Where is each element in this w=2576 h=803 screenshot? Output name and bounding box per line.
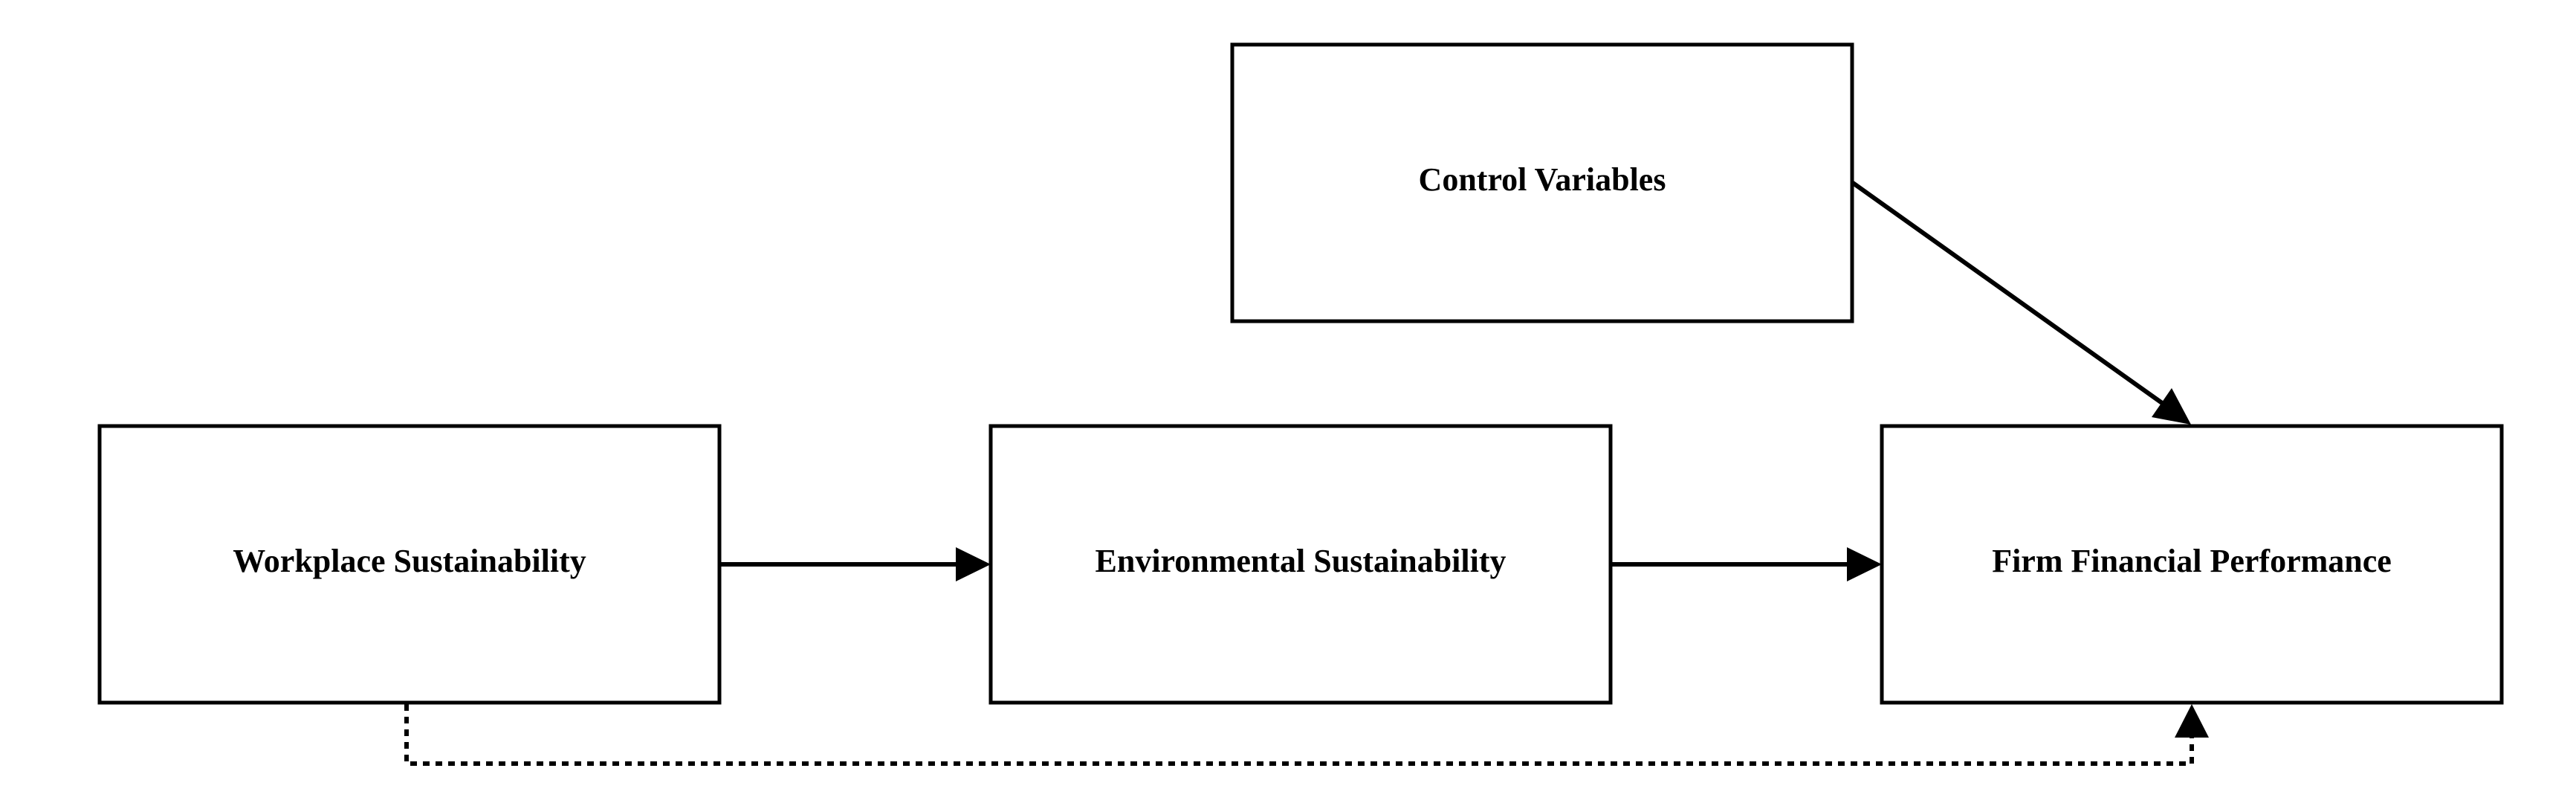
node-box	[1230, 42, 1854, 323]
node-control-variables: Control Variables	[1230, 42, 1854, 323]
node-environmental-sustainability: Environmental Sustainability	[988, 424, 1613, 705]
edge-workplace-to-firm-dotted	[404, 704, 2209, 766]
edge-line	[1851, 181, 2164, 405]
edge-environmental-to-firm	[1612, 547, 1882, 581]
arrowhead-icon	[1847, 547, 1882, 581]
node-box	[97, 424, 722, 705]
arrowhead-icon	[2152, 388, 2191, 425]
node-label: Firm Financial Performance	[1992, 543, 2392, 579]
edge-line	[404, 704, 2194, 766]
node-firm-financial-performance: Firm Financial Performance	[1880, 424, 2504, 705]
arrowhead-icon	[2175, 704, 2209, 738]
edge-control-to-firm	[1851, 181, 2191, 425]
node-workplace-sustainability: Workplace Sustainability	[97, 424, 722, 705]
node-label: Environmental Sustainability	[1096, 543, 1507, 579]
node-label: Control Variables	[1419, 161, 1666, 198]
node-box	[988, 424, 1613, 705]
node-box	[1880, 424, 2504, 705]
edge-workplace-to-environmental	[721, 547, 991, 581]
arrowhead-icon	[956, 547, 991, 581]
node-label: Workplace Sustainability	[233, 543, 586, 579]
